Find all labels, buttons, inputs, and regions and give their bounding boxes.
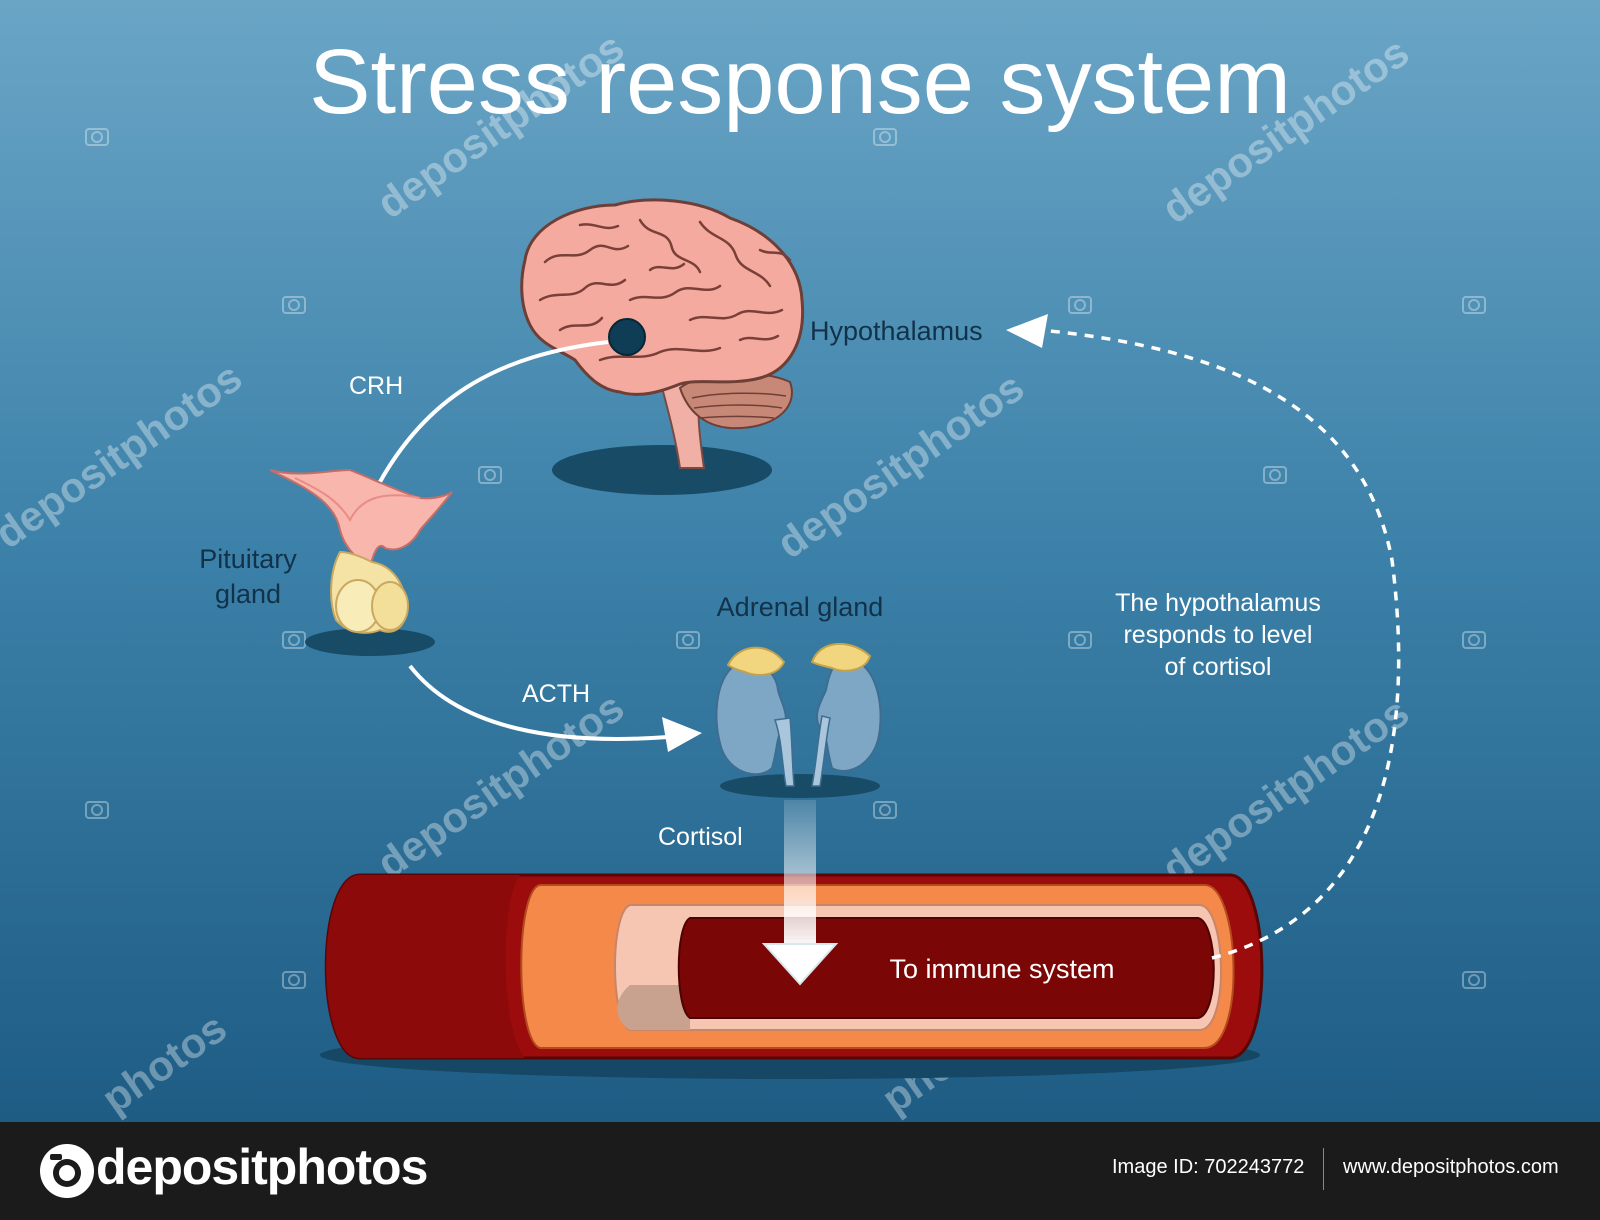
camera-icon [1263, 466, 1287, 484]
pituitary-illustration [269, 468, 453, 656]
immune-label: To immune system [889, 954, 1114, 984]
camera-icon [282, 631, 306, 649]
camera-icons [85, 128, 1486, 989]
camera-icon [1068, 296, 1092, 314]
camera-icon [873, 801, 897, 819]
blood-vessel-illustration [320, 873, 1264, 1079]
camera-icon [85, 128, 109, 146]
hypothalamus-marker [608, 318, 646, 356]
acth-arrow [408, 664, 669, 741]
cortisol-arrowhead [761, 943, 839, 986]
camera-icon [1462, 971, 1486, 989]
camera-icon [1462, 631, 1486, 649]
camera-icon [676, 631, 700, 649]
camera-icon [873, 128, 897, 146]
camera-icon [1068, 631, 1092, 649]
acth-arrowhead [662, 717, 702, 752]
footer-bar: depositphotos Image ID: 702243772 www.de… [0, 1122, 1600, 1220]
feedback-label-line1: The hypothalamus [1115, 589, 1321, 617]
camera-icon [478, 466, 502, 484]
camera-icon [85, 801, 109, 819]
footer-logo-text[interactable]: depositphotos [96, 1139, 428, 1195]
feedback-label-line3: of cortisol [1165, 653, 1272, 681]
pituitary-label-line1: Pituitary [199, 544, 297, 574]
adrenal-illustration [715, 642, 882, 798]
cortisol-label: Cortisol [658, 823, 743, 851]
footer-separator [1323, 1148, 1324, 1190]
adrenal-label: Adrenal gland [717, 592, 884, 622]
cortisol-arrow-shaft [784, 800, 816, 950]
acth-label: ACTH [522, 680, 590, 708]
footer-image-id: Image ID: 702243772 [1112, 1156, 1305, 1178]
feedback-arrow [1039, 328, 1401, 960]
camera-logo-icon [40, 1144, 94, 1198]
diagram-canvas: depositphotos depositphotos depositphoto… [0, 0, 1600, 1122]
footer-url-link[interactable]: www.depositphotos.com [1343, 1156, 1559, 1178]
camera-icon [282, 296, 306, 314]
hypothalamus-label: Hypothalamus [810, 316, 983, 346]
camera-icon [282, 971, 306, 989]
page-title: Stress response system [309, 31, 1291, 133]
pituitary-label-line2: gland [215, 579, 281, 609]
feedback-label-line2: responds to level [1123, 621, 1312, 649]
crh-label: CRH [349, 372, 403, 400]
camera-icon [1462, 296, 1486, 314]
feedback-arrowhead [1006, 314, 1048, 348]
crh-arrow [366, 340, 609, 506]
